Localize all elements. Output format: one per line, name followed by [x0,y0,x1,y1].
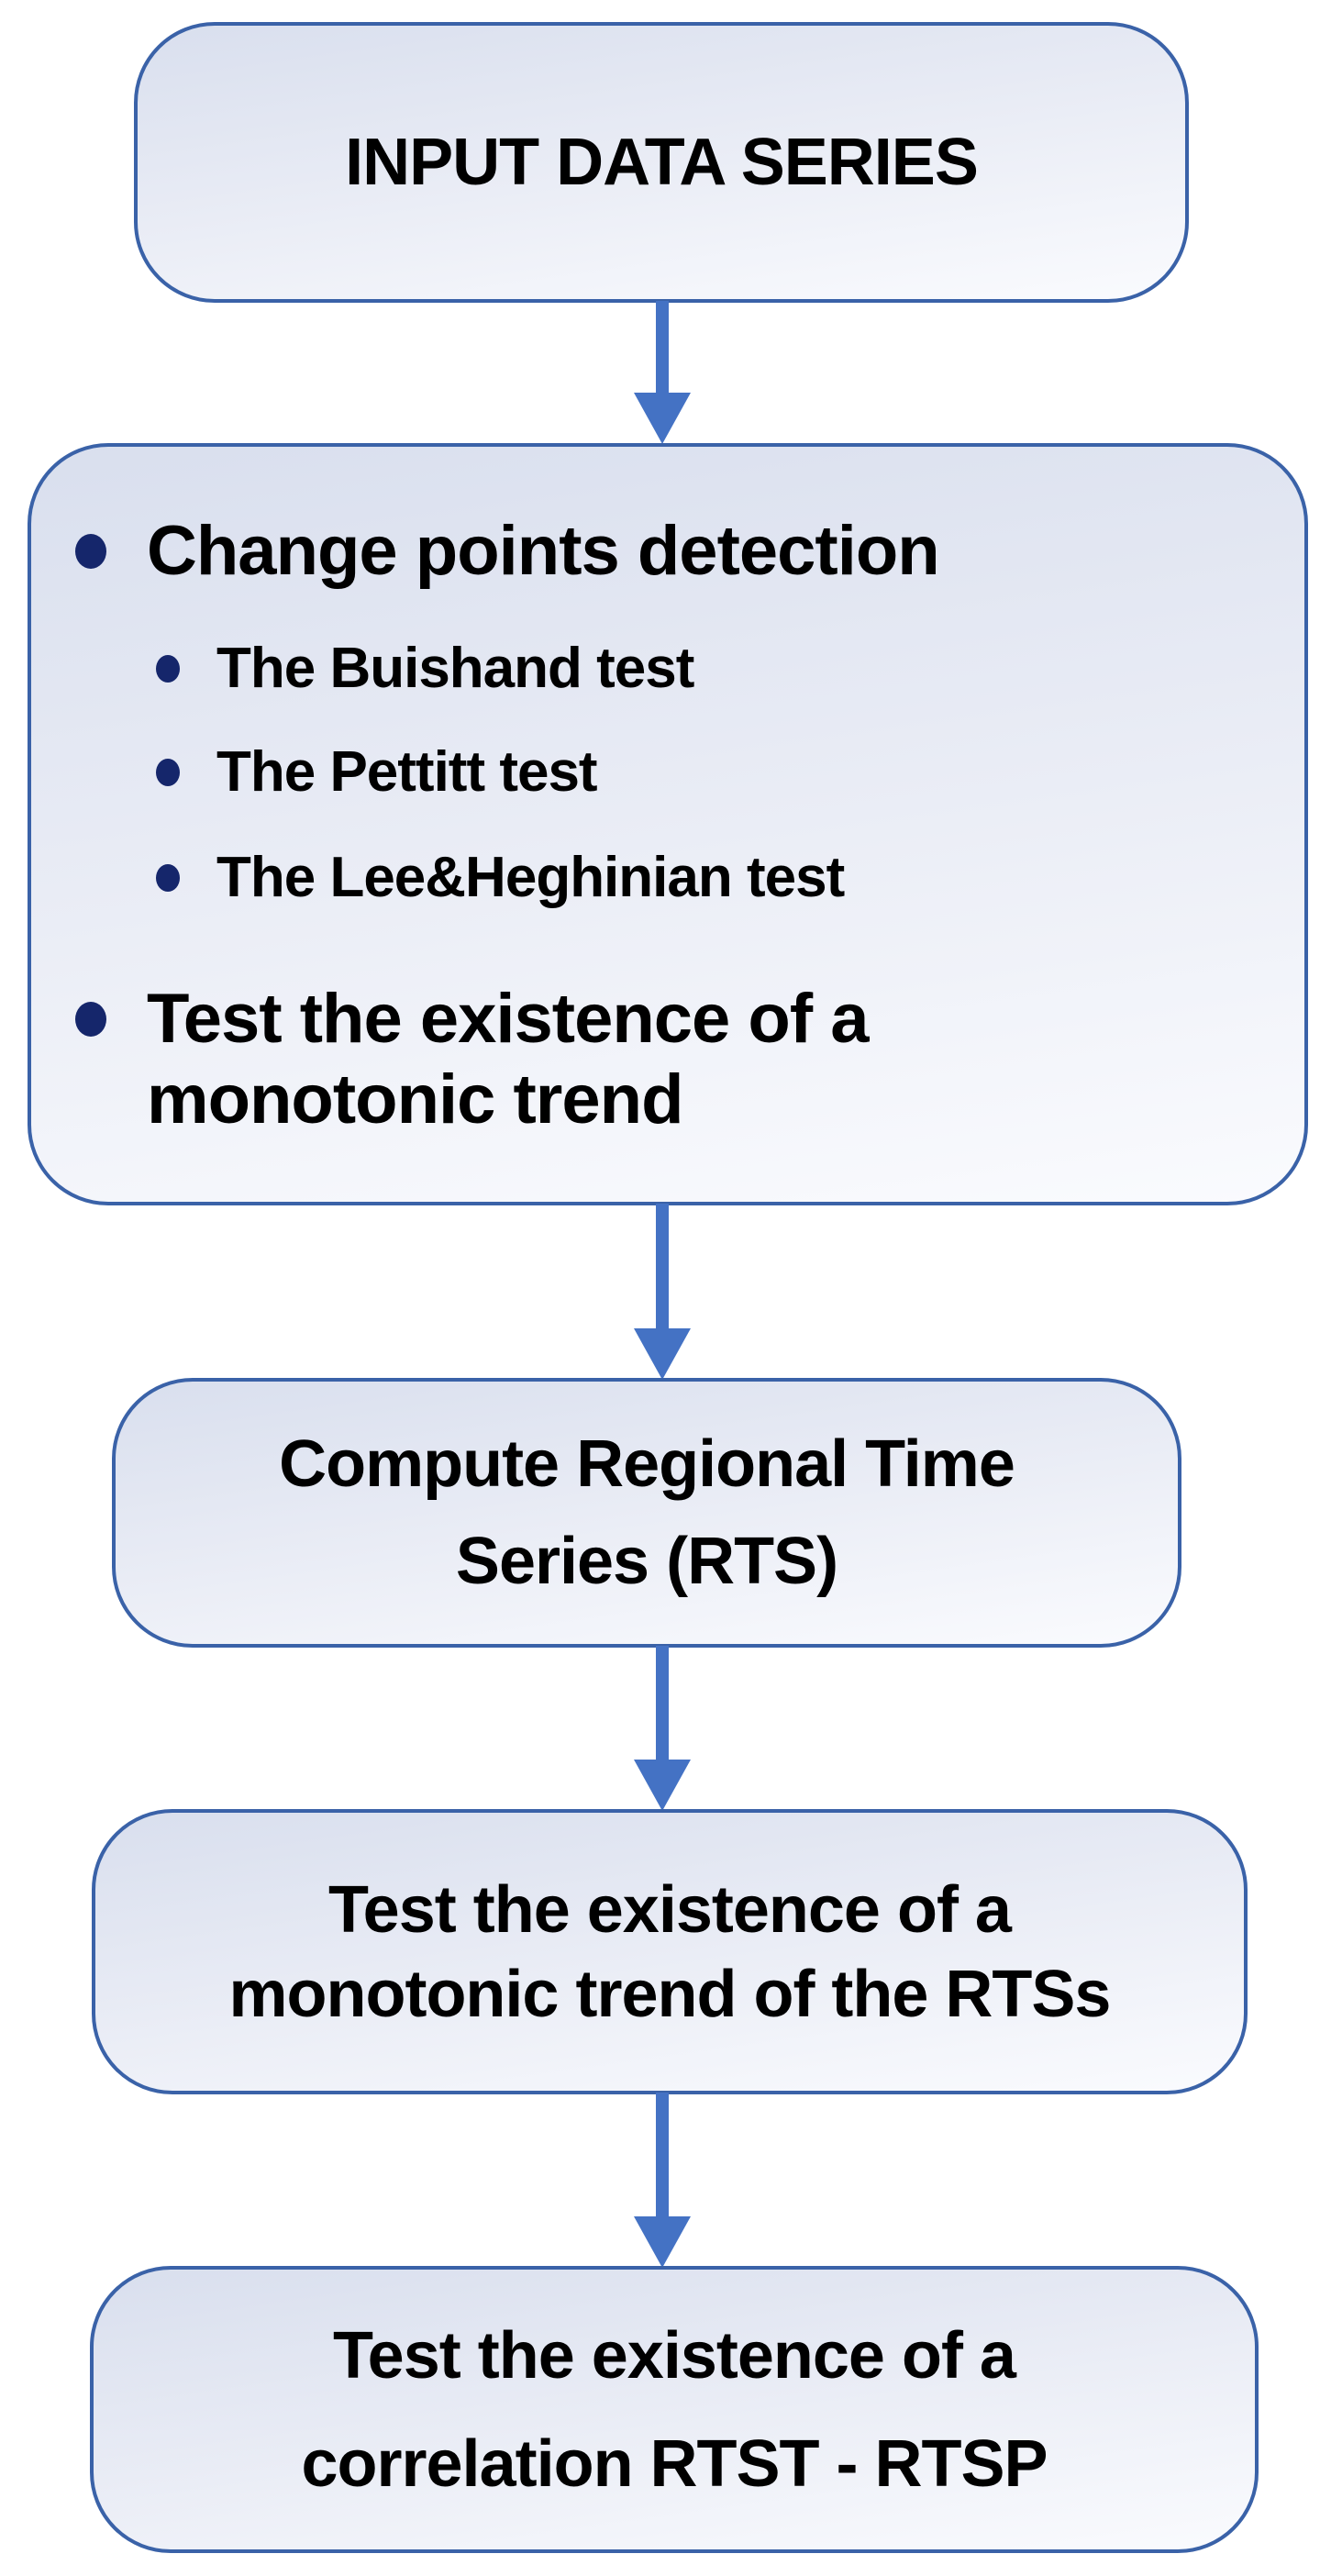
node-label: INPUT DATA SERIES [345,126,979,199]
list-item-label: Test the existence of a [147,980,870,1058]
node-correlation-rtst-rtsp: Test the existence of a correlation RTST… [90,2266,1259,2553]
arrow-head [634,2216,691,2268]
arrow-down-icon [634,1646,691,1811]
list-item-label: The Buishand test [216,637,694,700]
node-input-data-series: INPUT DATA SERIES [134,22,1189,303]
list-item: Test the existence of a monotonic trend [75,979,1277,1140]
node-label-stack: Test the existence of a correlation RTST… [94,2270,1255,2549]
bullet-icon [156,864,180,892]
bullet-icon [75,1002,106,1037]
list-item: Change points detection [75,511,1277,592]
list-item-label: The Pettitt test [216,740,598,804]
node-label: correlation RTST - RTSP [301,2426,1048,2501]
node-compute-rts: Compute Regional Time Series (RTS) [112,1378,1181,1648]
node-label: Series (RTS) [455,1525,838,1598]
arrow-head [634,393,691,444]
node-label-stack: Test the existence of a monotonic trend … [95,1813,1244,2091]
arrow-shaft [656,2093,669,2216]
arrow-shaft [656,1646,669,1760]
arrow-head [634,1760,691,1811]
arrow-down-icon [634,2093,691,2268]
list-item: The Pettitt test [156,738,1277,807]
node-label-stack: Compute Regional Time Series (RTS) [116,1382,1178,1644]
node-label-stack: INPUT DATA SERIES [138,26,1185,299]
node-label: Compute Regional Time [279,1427,1015,1501]
bullet-icon [156,655,180,683]
bullet-list: Change points detection The Buishand tes… [31,447,1304,1140]
node-trend-rts: Test the existence of a monotonic trend … [92,1809,1248,2094]
arrow-shaft [656,301,669,393]
list-item-label: The Lee&Heghinian test [216,846,845,909]
arrow-down-icon [634,301,691,444]
list-item-label: Change points detection [147,512,940,590]
bullet-icon [156,759,180,786]
node-label: Test the existence of a [328,1872,1012,1947]
list-item: The Buishand test [156,634,1277,704]
node-change-points-analysis: Change points detection The Buishand tes… [28,443,1308,1205]
node-label: Test the existence of a [333,2318,1016,2393]
arrow-shaft [656,1204,669,1328]
arrow-down-icon [634,1204,691,1380]
arrow-head [634,1328,691,1380]
bullet-icon [75,534,106,569]
node-label: monotonic trend of the RTSs [228,1957,1112,2031]
list-item-label: monotonic trend [147,1060,684,1138]
list-item: The Lee&Heghinian test [156,843,1277,913]
